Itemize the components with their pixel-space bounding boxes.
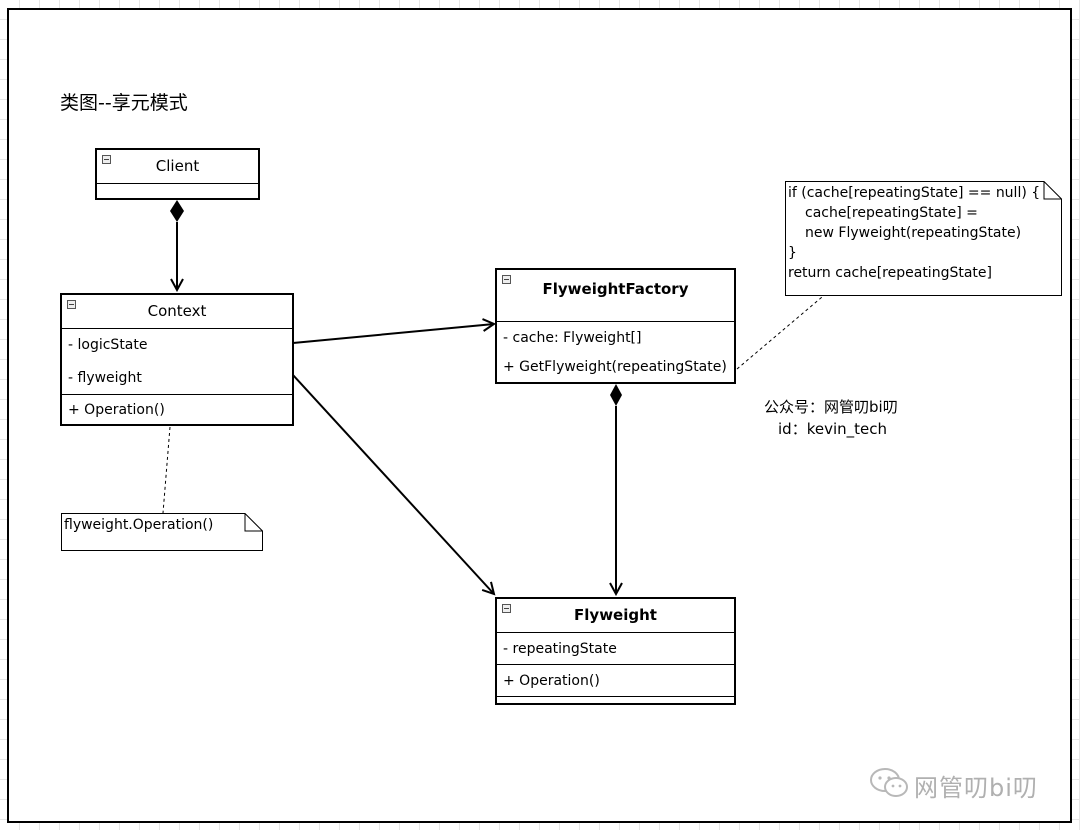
class-client[interactable]: Client [95, 148, 260, 200]
wechat-icon [870, 768, 908, 797]
note-factory[interactable]: if (cache[repeatingState] == null) { cac… [785, 181, 1062, 296]
note-shape [785, 181, 1062, 296]
composition-diamond [610, 384, 622, 406]
collapse-icon[interactable] [102, 155, 111, 164]
note-line: } [788, 245, 797, 261]
attributes-section: - repeatingState [497, 632, 734, 664]
collapse-icon[interactable] [67, 300, 76, 309]
class-name: FlyweightFactory [542, 280, 689, 298]
class-name: Client [155, 157, 200, 175]
contact-info: 公众号：网管叨bi叨 id：kevin_tech [764, 396, 898, 440]
operations-section: + GetFlyweight(repeatingState) [497, 353, 734, 382]
attribute[interactable]: - repeatingState [503, 641, 617, 657]
composition-diamond [170, 200, 184, 222]
note-context[interactable]: flyweight.Operation() [61, 513, 263, 551]
attribute[interactable]: - flyweight [68, 370, 142, 386]
collapse-icon[interactable] [502, 275, 511, 284]
attribute[interactable]: - logicState [68, 337, 148, 353]
attributes-section [97, 183, 258, 198]
diagram-title: 类图--享元模式 [60, 92, 188, 114]
note-line: return cache[repeatingState] [788, 265, 992, 281]
relation-client-context[interactable] [170, 200, 184, 290]
attributes-section: - cache: Flyweight[] [497, 321, 734, 353]
watermark-text: 网管叨bi叨 [914, 774, 1038, 802]
operation[interactable]: + Operation() [68, 402, 165, 418]
note-connector-context [162, 426, 171, 514]
relation-context-factory[interactable] [292, 324, 494, 344]
note-line: if (cache[repeatingState] == null) { [788, 185, 1041, 201]
collapse-icon[interactable] [502, 604, 511, 613]
class-name: Flyweight [574, 606, 657, 624]
contact-id: id：kevin_tech [778, 420, 887, 438]
class-context[interactable]: Context - logicState - flyweight + Opera… [60, 293, 294, 426]
relation-factory-flyweight[interactable] [610, 384, 622, 594]
relation-context-flyweight[interactable] [292, 374, 494, 594]
operation[interactable]: + GetFlyweight(repeatingState) [503, 359, 727, 375]
note-text: flyweight.Operation() [64, 517, 214, 533]
operations-section: + Operation() [497, 664, 734, 696]
note-connector-factory [736, 296, 823, 370]
operations-section: + Operation() [62, 394, 292, 424]
class-flyweight-factory[interactable]: FlyweightFactory - cache: Flyweight[] + … [495, 268, 736, 384]
attribute[interactable]: - cache: Flyweight[] [503, 330, 642, 346]
attributes-section: - logicState - flyweight [62, 328, 292, 394]
contact-account: 公众号：网管叨bi叨 [764, 398, 898, 416]
class-name: Context [147, 302, 207, 320]
note-line: cache[repeatingState] = [805, 205, 978, 221]
note-line: new Flyweight(repeatingState) [805, 225, 1022, 241]
operation[interactable]: + Operation() [503, 673, 600, 689]
note-shape [61, 513, 263, 551]
class-flyweight[interactable]: Flyweight - repeatingState + Operation() [495, 597, 736, 705]
